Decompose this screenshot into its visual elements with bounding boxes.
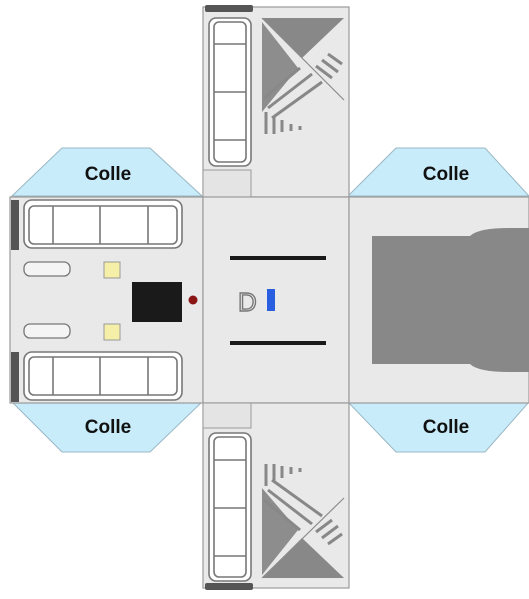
- bottom-panel-edge-strip: [205, 583, 253, 590]
- top-panel-triangle-left: [262, 22, 298, 112]
- top-panel-triangle-top: [262, 18, 344, 58]
- right-panel: [348, 196, 529, 404]
- glue-tab-bottom-left: Colle: [10, 401, 204, 453]
- center-panel-marking: D: [238, 287, 257, 317]
- left-panel-edge-bottom: [11, 352, 19, 402]
- right-panel-dark-shape: [372, 228, 529, 372]
- left-panel-slot-bottom: [23, 323, 71, 339]
- left-panel-red-dot: [188, 295, 198, 305]
- left-panel-yellow-light-bottom: [103, 323, 121, 341]
- top-panel-hatching: [263, 52, 343, 134]
- glue-tab-top-left: Colle: [10, 147, 204, 197]
- center-panel-blue-mark: [267, 289, 275, 311]
- left-panel-black-block: [132, 282, 182, 322]
- top-panel-edge-strip: [205, 5, 253, 12]
- left-panel-yellow-light-top: [103, 261, 121, 279]
- bottom-panel: [202, 402, 350, 590]
- glue-label-top-left: Colle: [85, 164, 131, 185]
- bottom-panel-hatching: [263, 464, 343, 546]
- glue-label-bottom-right: Colle: [423, 417, 469, 438]
- center-panel: D: [202, 196, 350, 404]
- bottom-panel-triangle-bottom: [262, 538, 344, 578]
- glue-tab-top-right: Colle: [346, 147, 529, 197]
- glue-label-top-right: Colle: [423, 164, 469, 185]
- bottom-panel-triangle-left: [262, 488, 298, 575]
- top-panel: [202, 5, 350, 198]
- glue-tab-bottom-right: Colle: [346, 401, 529, 453]
- left-panel: [9, 196, 204, 404]
- left-panel-slot-top: [23, 261, 71, 277]
- left-panel-edge-top: [11, 200, 19, 250]
- glue-label-bottom-left: Colle: [85, 417, 131, 438]
